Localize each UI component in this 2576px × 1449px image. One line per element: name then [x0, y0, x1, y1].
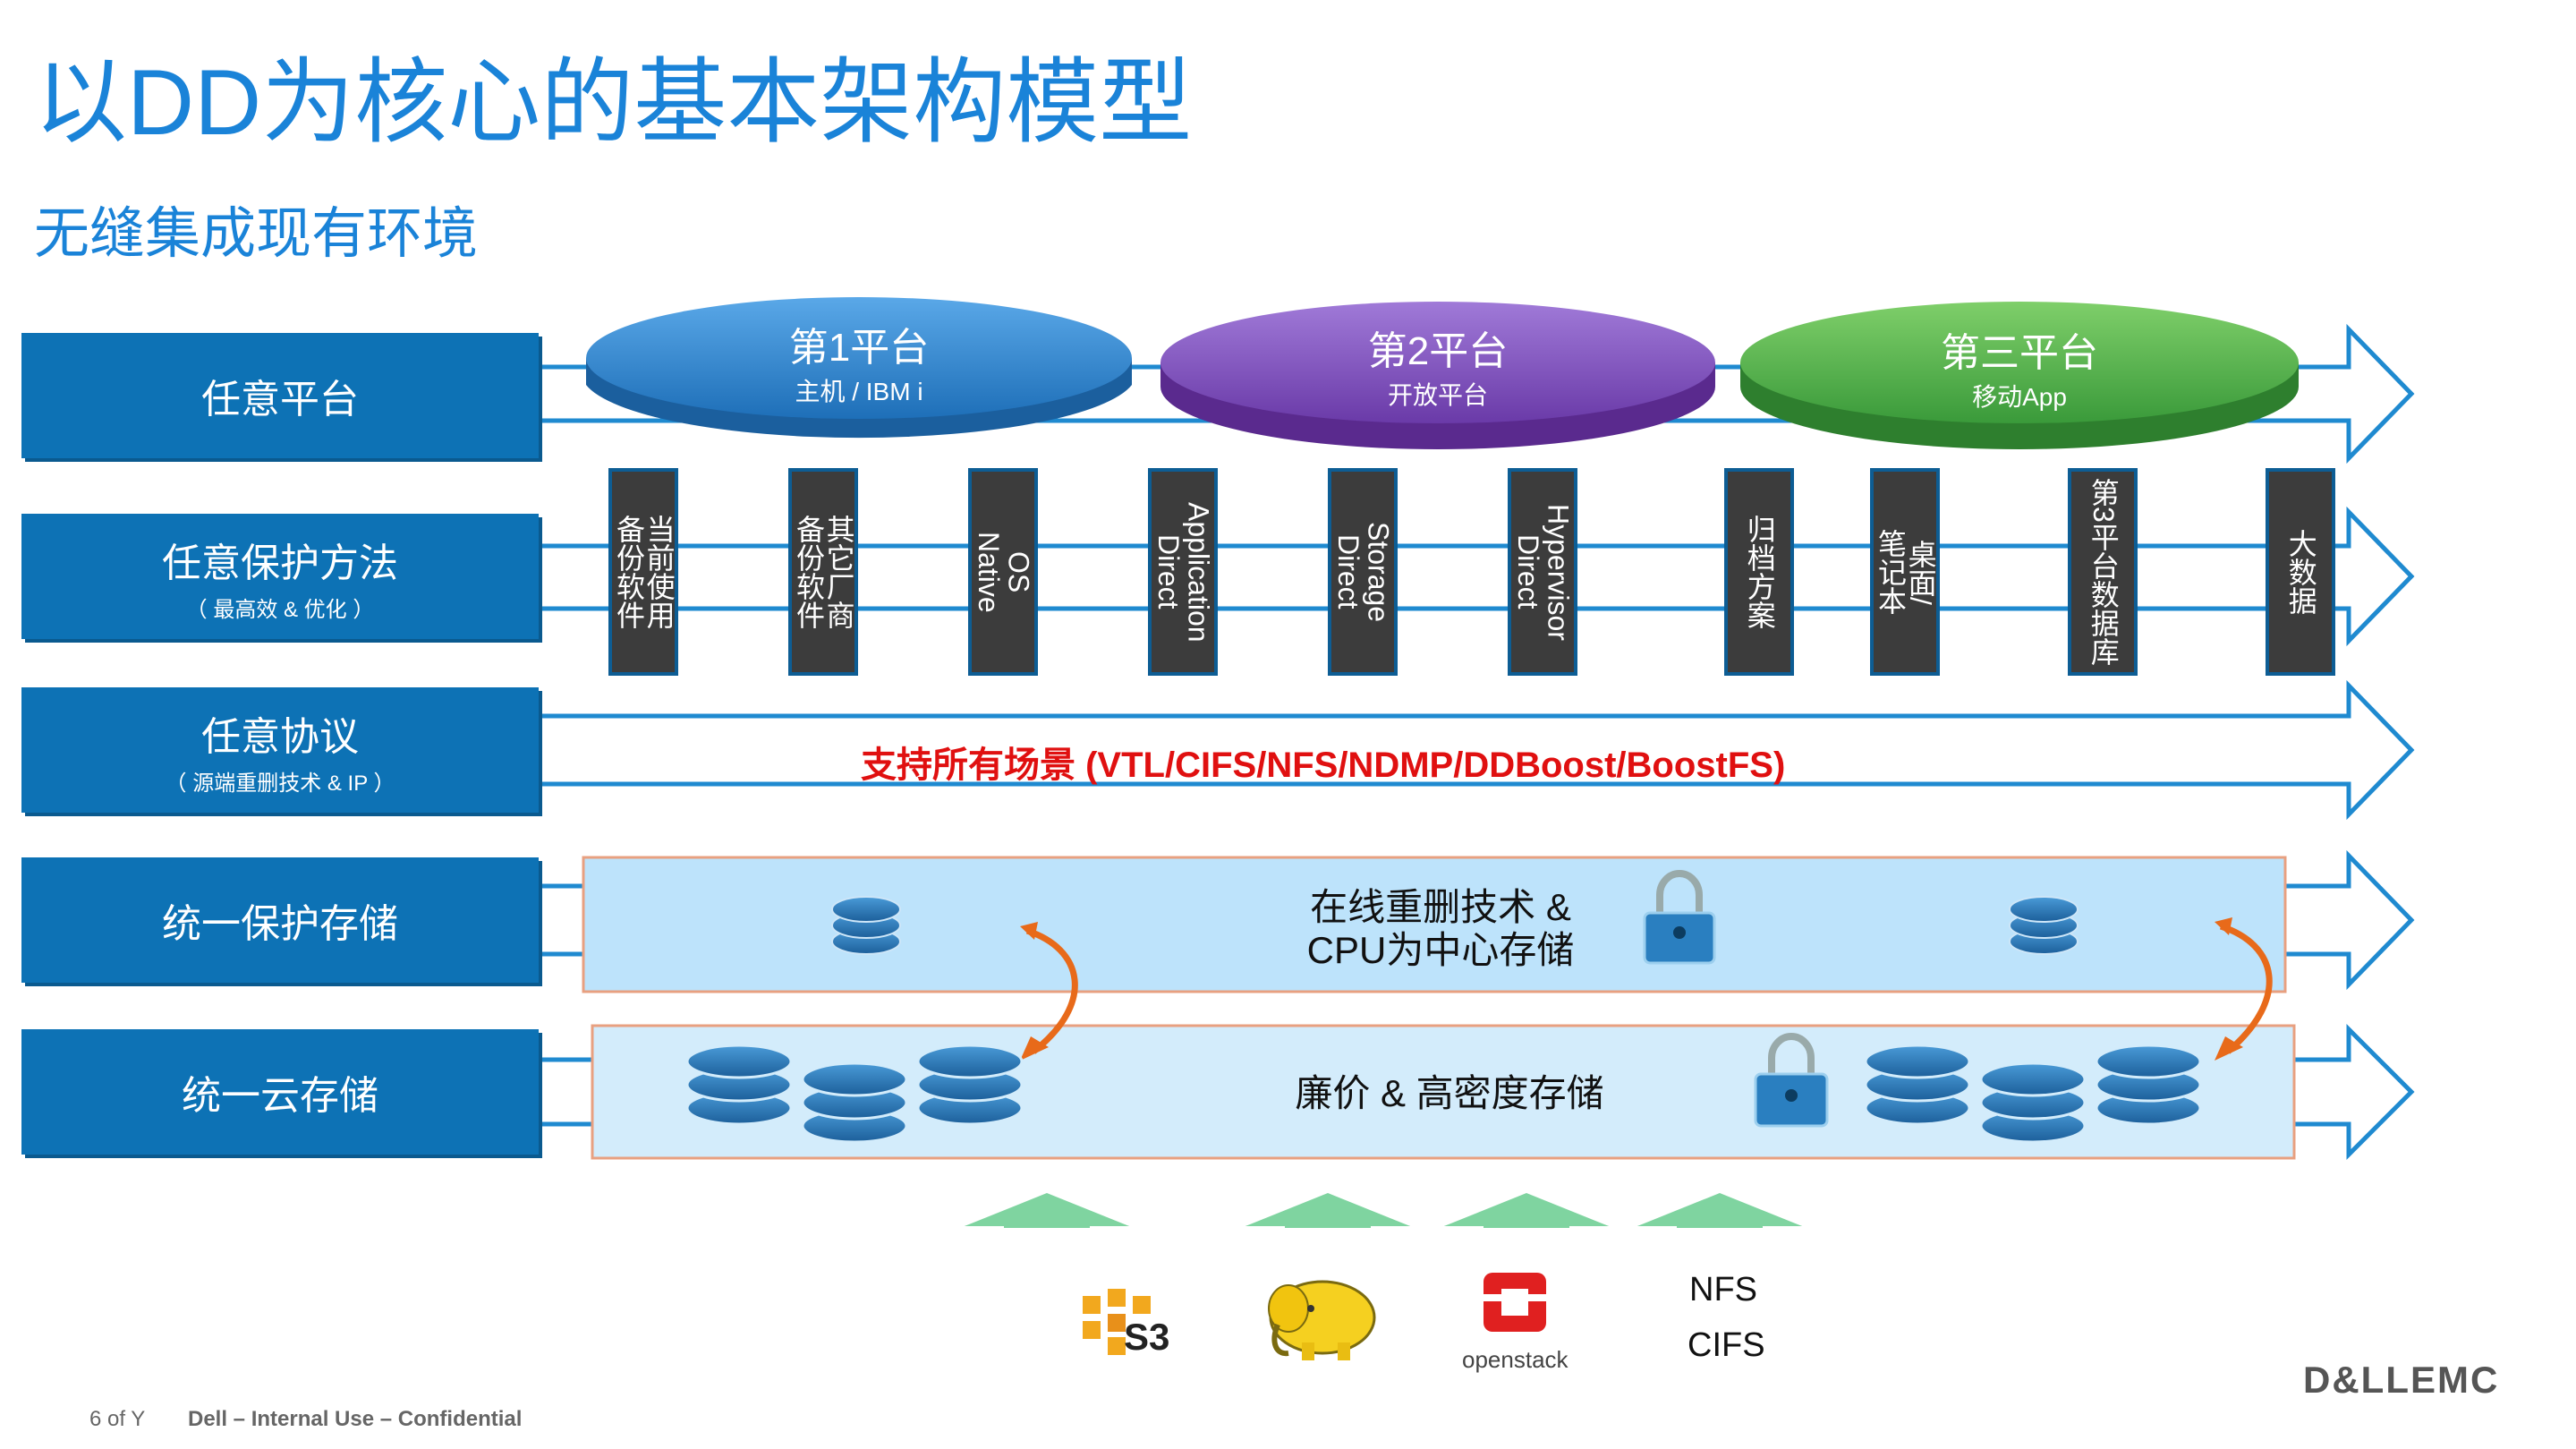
platform-disc-2: [1160, 302, 1715, 449]
method-label: Storage Direct: [1332, 521, 1395, 623]
method-label: 桌面/ 笔记本: [1875, 529, 1937, 615]
platform-discs: [586, 297, 2299, 449]
protect-storage-line1: 在线重删技术 &: [1310, 886, 1571, 928]
cifs-label: CIFS: [1688, 1326, 1765, 1364]
row-label-protocol: 任意协议 （ 源端重删技术 & IP ）: [21, 687, 539, 813]
protect-storage-text: 在线重删技术 & CPU为中心存储: [1235, 886, 1646, 973]
orange-tail-left: [1020, 922, 1038, 940]
protect-storage-box: [582, 856, 2287, 993]
method-label: Application Direct: [1152, 501, 1215, 643]
disk-stack-cloud-3: [916, 1044, 1024, 1126]
page-subtitle: 无缝集成现有环境: [34, 203, 479, 265]
row-label-main: 统一云存储: [182, 1074, 378, 1118]
openstack-logo-icon: [1476, 1273, 1553, 1332]
page-number: 6 of Y: [89, 1407, 146, 1431]
protect-storage-line2: CPU为中心存储: [1306, 929, 1575, 972]
method-box: 归档方案: [1724, 468, 1794, 676]
method-box: Application Direct: [1148, 468, 1218, 676]
nfs-label: NFS: [1689, 1271, 1757, 1308]
platform-title: 第1平台: [788, 326, 930, 370]
method-label: 其它厂商 备份软件: [793, 515, 855, 629]
row-label-main: 统一保护存储: [162, 902, 398, 946]
platform-label-1: 第1平台 主机 / IBM i: [734, 315, 984, 408]
method-box: 其它厂商 备份软件: [788, 468, 858, 676]
cloud-storage-text: 廉价 & 高密度存储: [1295, 1072, 1604, 1114]
orange-arrowhead-right: [2215, 1036, 2243, 1061]
orange-curve-arrows: [1025, 923, 2273, 1054]
method-box: 大数据: [2266, 468, 2335, 676]
platform-label-2: 第2平台 开放平台: [1313, 319, 1563, 412]
row-label-main: 任意协议: [201, 714, 359, 759]
disk-stack-cloud-6: [2095, 1044, 2202, 1126]
method-label: 大数据: [2284, 529, 2317, 615]
method-label: Hypervisor Direct: [1512, 503, 1575, 641]
protocol-support-text: 支持所有场景 (VTL/CIFS/NFS/NDMP/DDBoost/BoostF…: [861, 746, 1786, 785]
orange-arrow-left: [1025, 927, 1078, 1054]
platform-disc-1: [586, 297, 1132, 439]
row-label-main: 任意保护方法: [162, 541, 398, 585]
method-box: 当前使用 备份软件: [608, 468, 678, 676]
row-label-protection-method: 任意保护方法 （ 最高效 & 优化 ）: [21, 514, 539, 639]
platform-subtitle: 开放平台: [1387, 381, 1488, 409]
method-label: 当前使用 备份软件: [613, 515, 676, 629]
platform-disc-3: [1740, 302, 2299, 449]
platform-subtitle: 主机 / IBM i: [795, 378, 923, 405]
s3-logo-icon: [1083, 1289, 1151, 1355]
method-box: Storage Direct: [1328, 468, 1398, 676]
up-arrow-shape-1: [965, 1193, 1129, 1228]
method-box: 第3平台数据库: [2068, 468, 2138, 676]
page-title: 以DD为核心的基本架构模型: [34, 51, 1193, 155]
up-arrow-shape-4: [1637, 1193, 1802, 1228]
hadoop-elephant-icon: [1268, 1280, 1376, 1360]
row-label-platform: 任意平台: [21, 333, 539, 458]
row-label-cloud-storage: 统一云存储: [21, 1029, 539, 1155]
disk-stack-cloud-5: [1979, 1061, 2087, 1144]
disk-stack-cloud-2: [801, 1061, 908, 1144]
disk-stack-cloud-4: [1864, 1044, 1971, 1126]
method-box: Hypervisor Direct: [1508, 468, 1577, 676]
up-arrow-shape-3: [1444, 1193, 1609, 1228]
openstack-label: openstack: [1462, 1346, 1569, 1373]
row-label-sub: （ 源端重删技术 & IP ）: [165, 771, 395, 796]
disk-stack-icon: [831, 896, 2079, 955]
method-box: 桌面/ 笔记本: [1870, 468, 1940, 676]
dell-emc-logo: D&LLEMC: [2303, 1359, 2500, 1401]
platform-title: 第2平台: [1367, 329, 1509, 373]
orange-arrow-right: [2219, 923, 2273, 1054]
method-box: OS Native: [968, 468, 1038, 676]
platform-label-3: 第三平台 移动App: [1894, 320, 2145, 413]
disk-stack-cloud-1: [685, 1044, 793, 1126]
method-label: 第3平台数据库: [2087, 478, 2120, 666]
confidentiality-note: Dell – Internal Use – Confidential: [188, 1407, 523, 1431]
platform-title: 第三平台: [1941, 331, 2098, 375]
up-arrow-shape-2: [1245, 1193, 1410, 1228]
disk-stack-small-2: [2009, 896, 2079, 955]
orange-arrowhead-left: [1020, 1036, 1049, 1061]
arrow-row-3: [537, 679, 2415, 821]
disk-stack-small-1: [831, 896, 901, 955]
row-label-main: 任意平台: [201, 378, 359, 422]
orange-tail-right: [2215, 917, 2232, 935]
lock-icon: [1643, 870, 1716, 965]
method-label: OS Native: [973, 531, 1035, 613]
method-label: 归档方案: [1743, 515, 1776, 629]
row-label-sub: （ 最高效 & 优化 ）: [185, 597, 375, 622]
s3-label: S3: [1124, 1316, 1170, 1358]
row-label-protect-storage: 统一保护存储: [21, 857, 539, 983]
lock-icon-cloud: [1754, 1033, 1829, 1128]
platform-subtitle: 移动App: [1972, 383, 2067, 411]
